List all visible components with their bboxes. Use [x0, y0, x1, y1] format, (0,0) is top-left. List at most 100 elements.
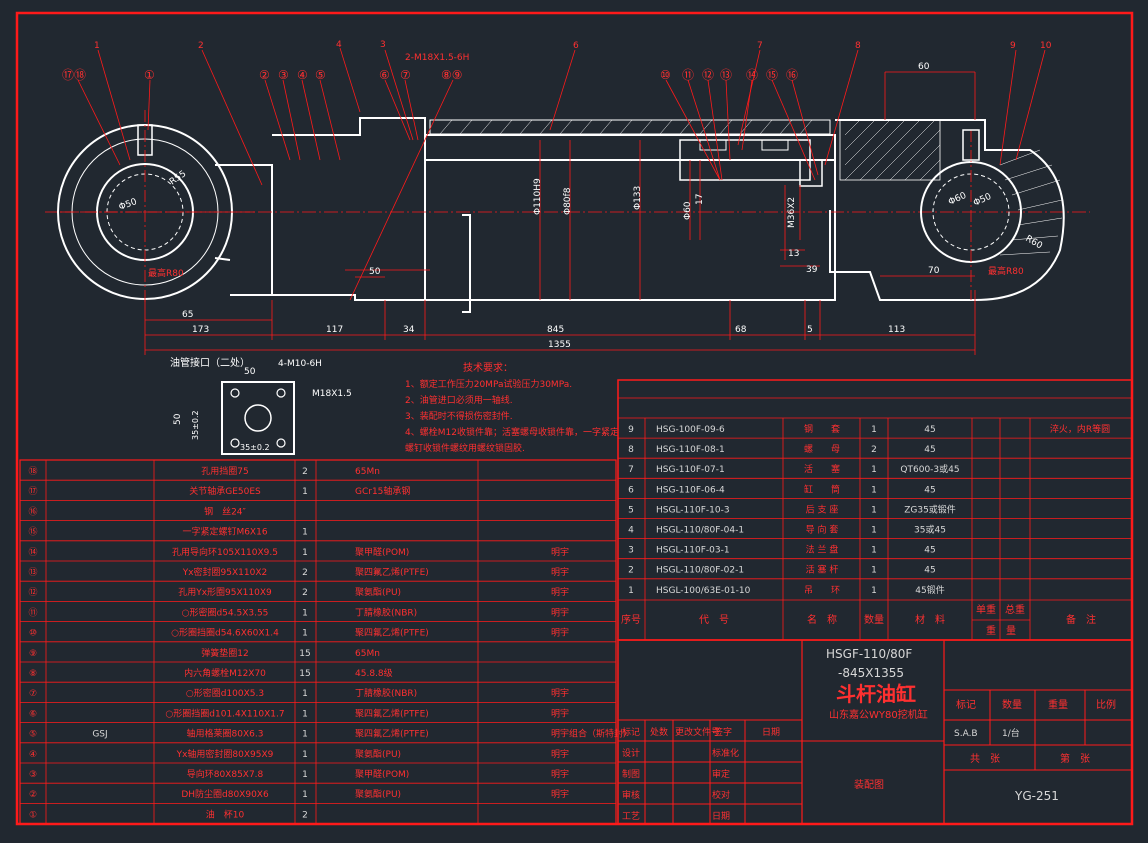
dim-34: 34 — [403, 325, 415, 335]
dim-117: 117 — [326, 325, 343, 335]
bom-right-name: 活 塞 杆 — [806, 564, 839, 576]
bom-right-no: 7 — [628, 465, 634, 475]
bom-left-name: Yx轴用密封圈80X95X9 — [176, 748, 274, 760]
port-m10: 4-M10-6H — [278, 359, 322, 369]
leader-4: 4 — [336, 40, 342, 50]
tb-role-2: 审核 — [622, 789, 640, 801]
tb-role2-1: 审定 — [712, 768, 730, 780]
port-m18: M18X1.5 — [312, 389, 352, 399]
grease-nipple-right — [962, 129, 980, 161]
tube-hatch-top — [429, 119, 831, 135]
bom-right-no: 1 — [628, 586, 634, 596]
bom-right-qty: 1 — [871, 505, 877, 515]
bom-left-note: 明宇 — [551, 546, 569, 558]
bom-left-material: 聚四氟乙烯(PTFE) — [355, 566, 429, 578]
bom-right-material: QT600-3或45 — [900, 463, 959, 475]
bom-header-unit-weight: 单重 — [976, 603, 996, 616]
bom-left-qty: 1 — [302, 709, 308, 719]
bom-right-code: HSGL-110F-10-3 — [656, 505, 730, 515]
bom-right-qty: 1 — [871, 465, 877, 475]
bom-left-qty: 15 — [299, 649, 310, 659]
bom-left-no: ⑧ — [29, 669, 37, 679]
bom-left-code: GSJ — [92, 730, 107, 740]
bom-left-no: ⑮ — [28, 527, 37, 538]
bom-left-name: 关节轴承GE50ES — [189, 485, 261, 497]
bom-header-total-weight: 总重 — [1005, 603, 1025, 616]
bom-right-name: 后 支 座 — [806, 503, 839, 515]
bom-left-note: 明宇 — [551, 627, 569, 639]
bom-right-code: HSGL-110/80F-02-1 — [656, 566, 744, 576]
bom-left-name: 轴用格莱圈80X6.3 — [187, 728, 264, 740]
bom-left-no: ⑪ — [28, 607, 37, 618]
bom-right-material: 45 — [924, 485, 935, 495]
bom-left-note: 明宇 — [551, 707, 569, 719]
bom-left-qty: 1 — [302, 608, 308, 618]
tech-title: 技术要求： — [463, 361, 513, 374]
bom-right-code: HSG-110F-08-1 — [656, 445, 725, 455]
hatch-lines-top — [439, 119, 813, 135]
bom-left-no: ⑫ — [28, 587, 37, 598]
bom-left-no: ⑬ — [28, 567, 37, 578]
bom-left-qty: 1 — [302, 790, 308, 800]
bom-left-note: 明宇 — [551, 788, 569, 800]
bom-left-material: 丁腈橡胶(NBR) — [355, 687, 417, 699]
tech-line-2: 2、油管进口必须用一轴线. — [405, 394, 513, 406]
dim-50: 50 — [369, 267, 381, 277]
bom-left-no: ⑯ — [28, 506, 37, 517]
bom-right-name: 法 兰 盘 — [806, 544, 839, 556]
bom-header-name: 名 称 — [807, 613, 837, 626]
bom-left-note: 明宇组合（斯特封） — [551, 728, 632, 740]
bom-left-qty: 1 — [302, 487, 308, 497]
bom-header-note: 备 注 — [1066, 613, 1096, 626]
bom-left-name: 弹簧垫圈12 — [201, 647, 248, 659]
tb-role2-3: 日期 — [712, 811, 730, 822]
port-flange — [221, 381, 295, 455]
dim-rad-right: 最高R80 — [988, 265, 1024, 277]
leader-9: 9 — [1010, 41, 1016, 51]
bom-right-no: 5 — [628, 505, 634, 515]
leader-c1: ① — [144, 68, 155, 82]
bom-right-material: 45 — [924, 566, 935, 576]
bom-left-name: 孔用导向环105X110X9.5 — [172, 546, 278, 558]
dim-68: 68 — [735, 325, 747, 335]
bom-left-qty: 2 — [302, 568, 308, 578]
tech-requirements: 技术要求： 1、额定工作压力20MPa试验压力30MPa. 2、油管进口必须用一… — [405, 361, 619, 454]
bom-left-no: ⑭ — [28, 547, 37, 558]
bom-left-name: ○形密圈d54.5X3.55 — [182, 606, 269, 618]
bom-left-note: 明宇 — [551, 586, 569, 598]
bom-left-material: 聚氨酯(PU) — [355, 788, 401, 800]
tb-page: 第 张 — [1060, 752, 1090, 765]
tb-role2-2: 校对 — [712, 789, 730, 801]
bom-left-material: 聚四氟乙烯(PTFE) — [355, 627, 429, 639]
bom-left-qty: 15 — [299, 669, 310, 679]
bom-left-qty: 2 — [302, 588, 308, 598]
bom-left-name: 钢 丝24″ — [204, 505, 246, 517]
leader-2: 2 — [198, 41, 204, 51]
right-eye-hatch — [999, 149, 1063, 256]
leader-c11: ⑪ — [682, 68, 694, 82]
bom-header-weight: 重 量 — [986, 624, 1016, 637]
bom-left-name: 导向环80X85X7.8 — [187, 768, 264, 780]
tb-sab: S.A.B — [954, 729, 978, 739]
port-bolt-1 — [230, 388, 240, 398]
bom-left-name: 油 杯10 — [206, 808, 245, 820]
bom-right-qty: 1 — [871, 586, 877, 596]
leader-c16: ⑯ — [786, 68, 798, 82]
tb-role2-0: 标准化 — [712, 747, 739, 759]
piston-seal-a — [699, 139, 727, 151]
bom-left-note: 明宇 — [551, 748, 569, 760]
bom-left-note: 明宇 — [551, 687, 569, 699]
port-dim-35h: 35±0.2 — [240, 443, 270, 452]
leader-thread: 2-M18X1.5-6H — [405, 53, 469, 63]
port-bolt-4 — [276, 438, 286, 448]
bom-right-no: 4 — [628, 526, 634, 536]
dim-113: 113 — [888, 325, 905, 335]
tech-line-1: 1、额定工作压力20MPa试验压力30MPa. — [405, 378, 572, 390]
bom-right-qty: 1 — [871, 566, 877, 576]
piston-nut — [799, 159, 823, 187]
bom-right-material: 45锻件 — [915, 584, 944, 596]
bom-right-no: 3 — [628, 546, 634, 556]
bom-left-material: GCr15轴承钢 — [355, 485, 410, 497]
bom-left-qty: 1 — [302, 629, 308, 639]
